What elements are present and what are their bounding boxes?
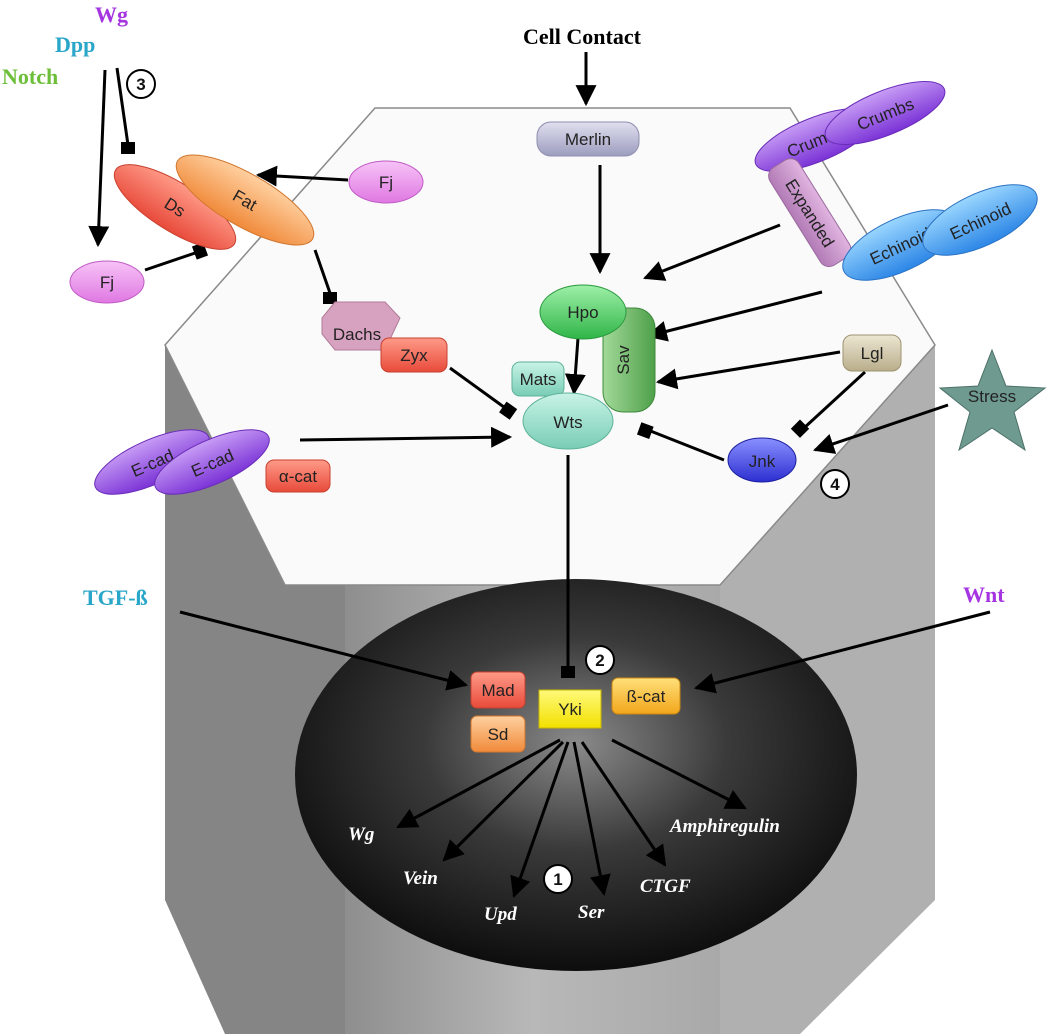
cell-wall-left: [165, 345, 345, 1034]
label-lgl: Lgl: [861, 344, 884, 363]
label-fj-left: Fj: [100, 273, 114, 292]
gene-amphiregulin: Amphiregulin: [669, 816, 780, 837]
label-mad: Mad: [481, 681, 514, 700]
edge-stress-jnk: [813, 403, 949, 454]
edge-wg-ds: [115, 67, 130, 146]
protein-fj-top: Fj: [348, 160, 424, 204]
protein-stress: Stress: [938, 348, 1047, 452]
label-hpo: Hpo: [567, 303, 598, 322]
svg-text:2: 2: [595, 651, 604, 670]
protein-fat: Fat: [175, 154, 315, 246]
pathway-edges: [88, 52, 991, 898]
edge-echinoid-sav: [645, 290, 823, 342]
edge-wnt-bcat: [693, 610, 991, 694]
label-sav: Sav: [614, 345, 633, 375]
label-yki: Yki: [558, 700, 582, 719]
edge-fj-fat: [255, 165, 349, 187]
protein-zyx: Zyx: [380, 337, 448, 373]
svg-text:1: 1: [553, 870, 562, 889]
protein-fj-left: Fj: [69, 260, 145, 304]
edge-yki-vein: [442, 740, 565, 862]
marker-4: 4: [820, 469, 850, 499]
nucleus: [295, 579, 857, 971]
protein-lgl: Lgl: [842, 334, 902, 372]
protein-mats: Mats: [511, 361, 565, 397]
protein-dachs: Dachs: [321, 301, 401, 351]
label-sd: Sd: [488, 725, 509, 744]
label-beta-cat: ß-cat: [627, 687, 666, 706]
label-mats: Mats: [520, 370, 557, 389]
edge-wts-yki-inhibit: [561, 666, 575, 678]
protein-echinoid-2: Echinoid: [922, 184, 1038, 256]
protein-crumbs-2: Crumbs: [824, 81, 946, 145]
edge-expanded-hpo: [643, 223, 781, 281]
signal-dpp: Dpp: [55, 32, 95, 57]
label-jnk: Jnk: [749, 452, 776, 471]
gene-wg: Wg: [348, 824, 374, 845]
edge-lgl-jnk: [802, 370, 867, 430]
gene-upd: Upd: [484, 904, 517, 925]
edge-zyx-wts-inhibit: [499, 401, 518, 420]
edge-fat-dachs: [313, 249, 332, 294]
edge-yki-upd: [510, 741, 570, 898]
protein-yki: Yki: [538, 689, 602, 729]
edge-jnk-wts: [647, 428, 725, 462]
signal-tgf-beta: TGF-ß: [83, 585, 148, 610]
edge-fj-ds: [144, 250, 199, 272]
edge-lgl-sav: [655, 350, 841, 390]
gene-vein: Vein: [403, 868, 438, 889]
label-merlin: Merlin: [565, 130, 611, 149]
edge-zyx-wts: [449, 366, 509, 412]
label-zyx: Zyx: [400, 346, 428, 365]
edge-tgf-mad: [179, 610, 469, 691]
edge-yki-wg: [396, 738, 561, 829]
label-dachs: Dachs: [333, 325, 381, 344]
signal-wg: Wg: [95, 2, 128, 27]
signal-cell-contact: Cell Contact: [523, 24, 642, 49]
marker-2: 2: [585, 645, 615, 675]
svg-text:4: 4: [830, 475, 840, 494]
label-wts: Wts: [553, 413, 582, 432]
protein-hpo: Hpo: [539, 284, 627, 340]
signal-notch: Notch: [2, 64, 58, 89]
protein-wts: Wts: [522, 392, 614, 450]
edge-lgl-jnk-inhibit: [790, 419, 810, 438]
label-stress: Stress: [968, 387, 1016, 406]
label-alpha-cat: α-cat: [279, 467, 317, 486]
edge-ecad-wts: [299, 426, 513, 448]
protein-sd: Sd: [470, 715, 526, 753]
marker-3: 3: [126, 69, 156, 99]
edge-jnk-wts-inhibit: [636, 422, 654, 439]
protein-sav: Sav: [602, 307, 656, 413]
edge-dpp-fj: [88, 69, 110, 248]
edge-fat-dachs-inhibit: [323, 292, 337, 304]
protein-ecad-2: E-cad: [154, 429, 270, 495]
edge-yki-ctgf: [580, 741, 667, 867]
signal-wnt: Wnt: [963, 582, 1005, 607]
label-fj-top: Fj: [379, 173, 393, 192]
marker-1: 1: [543, 864, 573, 894]
gene-ser: Ser: [578, 902, 605, 923]
protein-mad: Mad: [470, 671, 526, 709]
protein-alpha-cat: α-cat: [265, 459, 331, 493]
gene-ctgf: CTGF: [640, 876, 691, 897]
edge-mats-wts: [564, 337, 586, 396]
edge-yki-amphiregulin: [611, 738, 747, 810]
protein-merlin: Merlin: [536, 121, 640, 157]
protein-jnk: Jnk: [727, 437, 797, 483]
svg-text:3: 3: [136, 75, 145, 94]
edge-wg-ds-inhibit: [121, 142, 135, 154]
protein-beta-cat: ß-cat: [611, 677, 681, 715]
edge-yki-ser: [572, 741, 611, 897]
